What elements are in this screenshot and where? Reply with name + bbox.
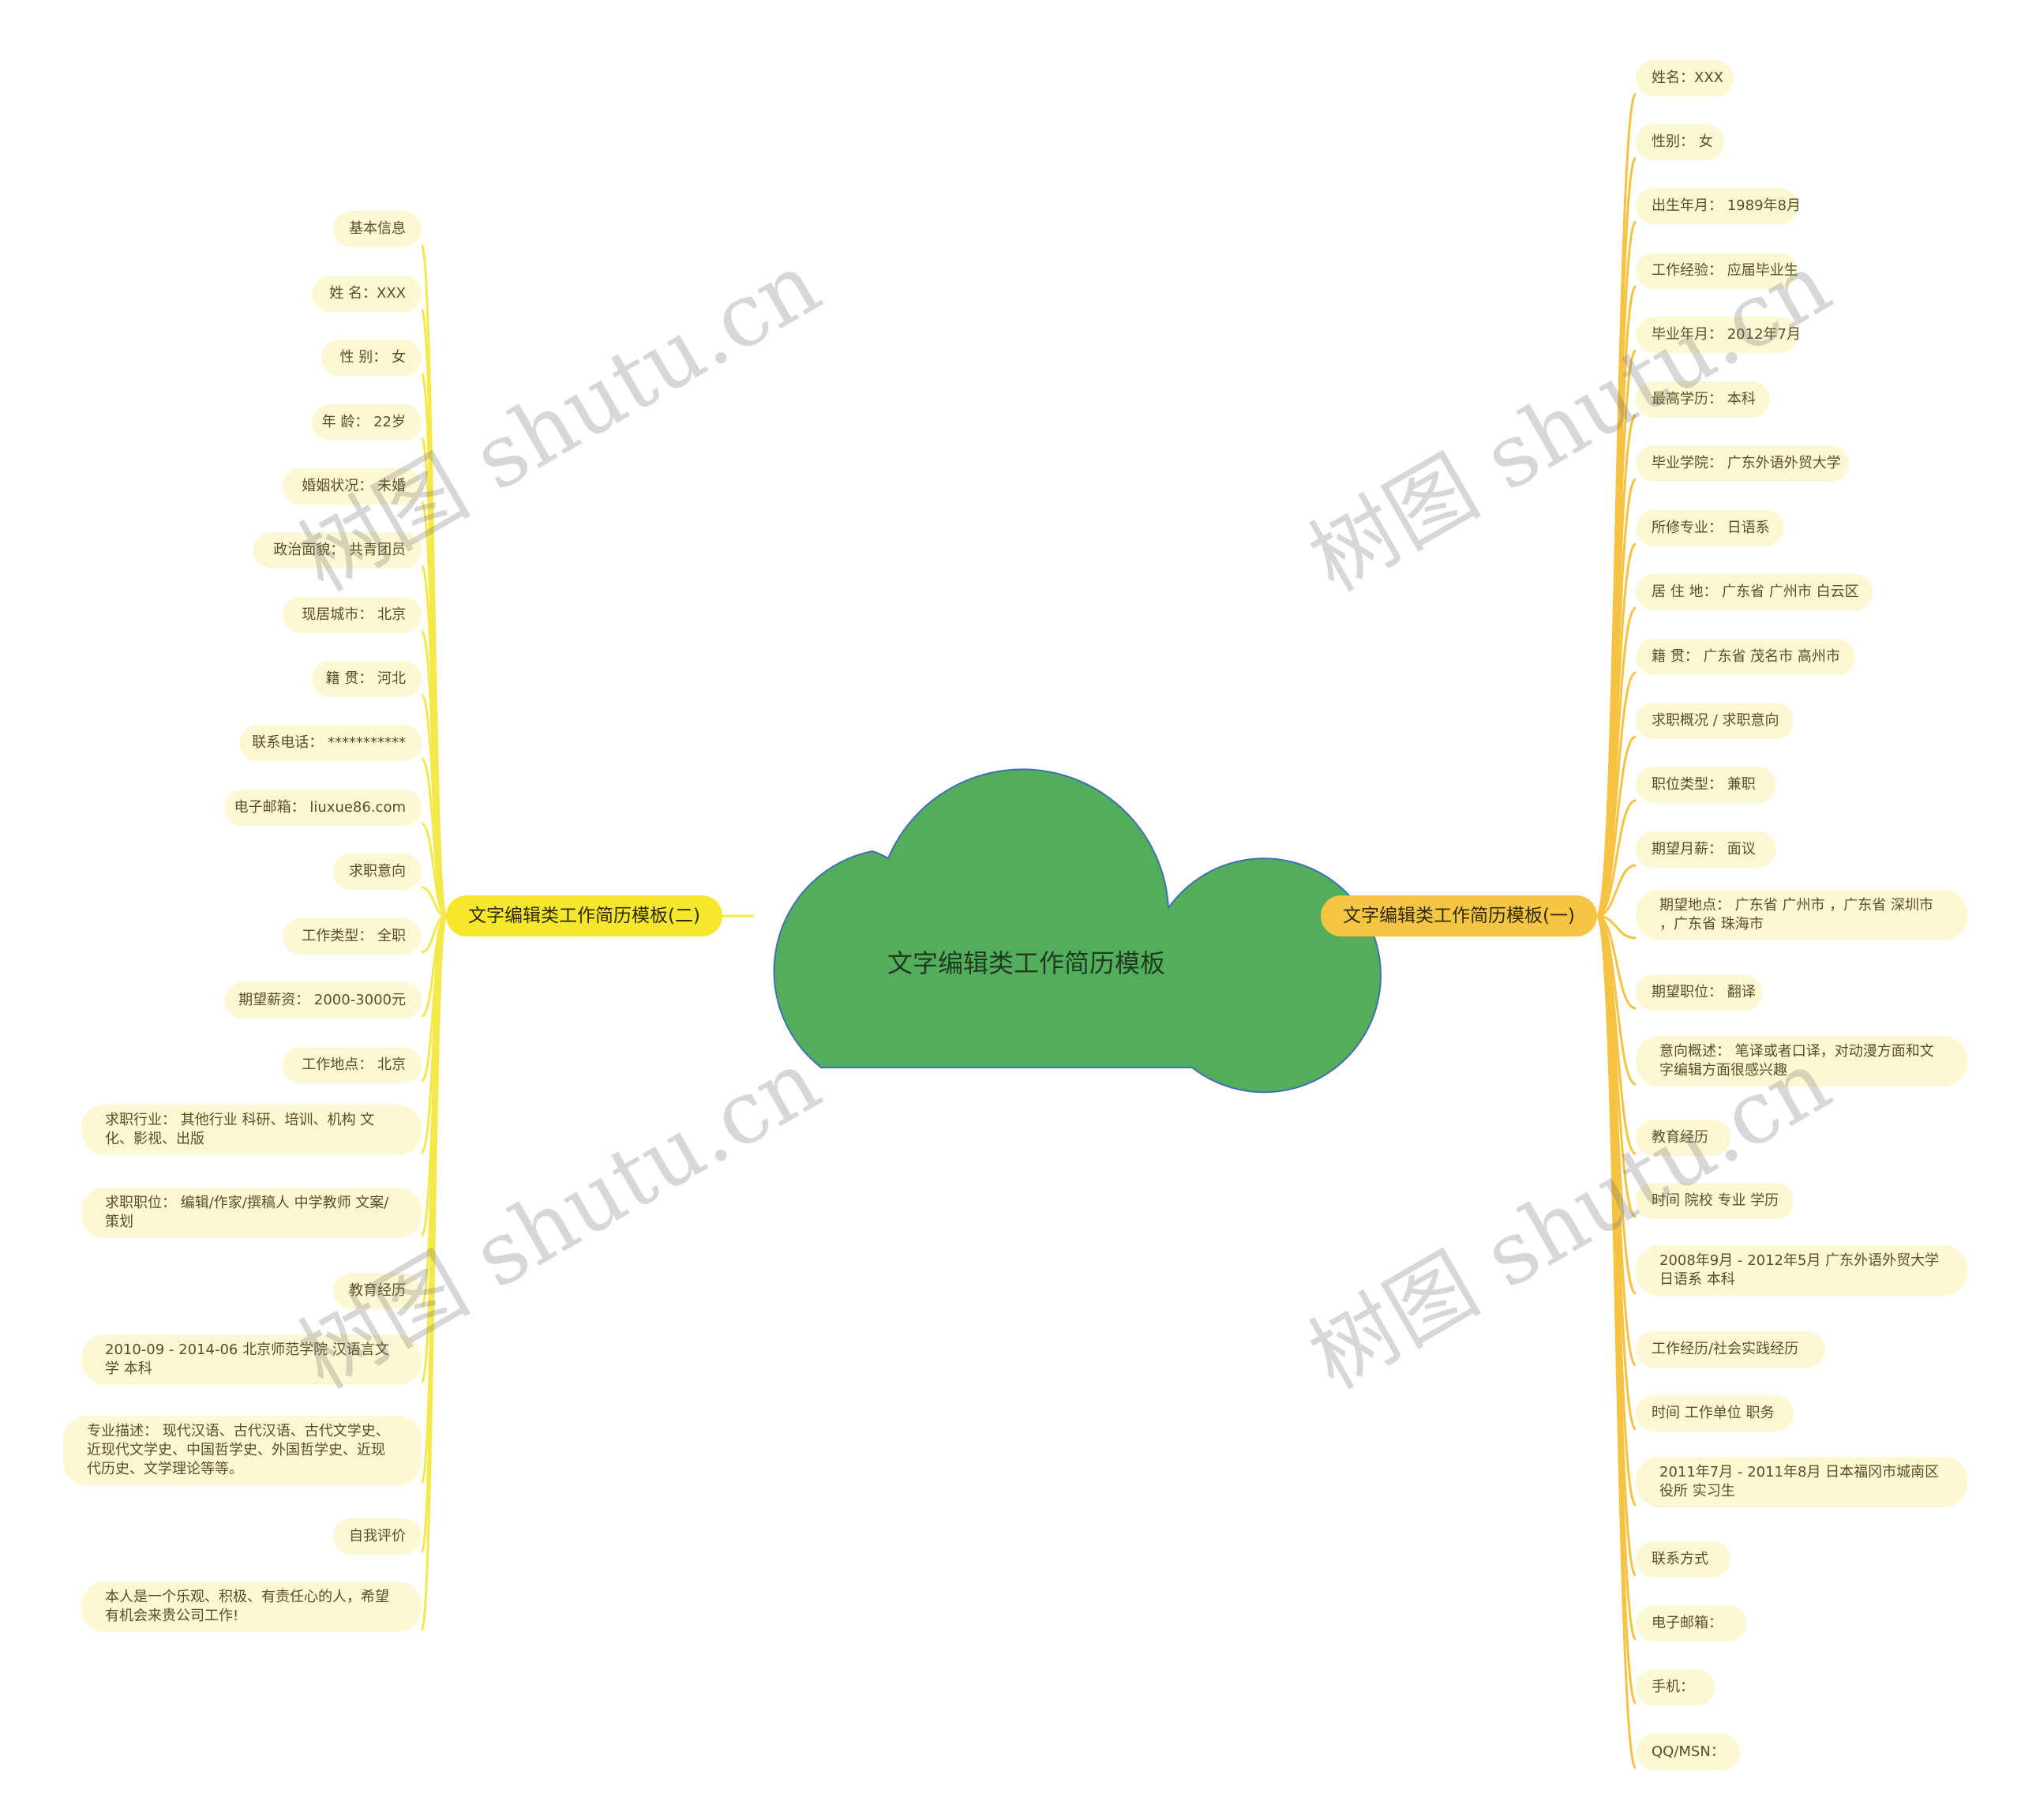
leaf-item-right[interactable]: 工作经验： 应届毕业生	[1636, 253, 1798, 289]
leaf-item-right[interactable]: 2008年9月 - 2012年5月 广东外语外贸大学 日语系 本科	[1636, 1245, 1967, 1296]
connector-right-leaf	[1596, 864, 1637, 918]
leaf-item-right[interactable]: 居 住 地： 广东省 广州市 白云区	[1636, 574, 1873, 610]
leaf-item-right[interactable]: 时间 工作单位 职务	[1636, 1395, 1794, 1432]
leaf-item-left[interactable]: 基本信息	[333, 211, 422, 247]
leaf-item-right[interactable]: 最高学历： 本科	[1636, 381, 1770, 418]
connector-right-leaf	[1595, 914, 1637, 1769]
leaf-item-right[interactable]: 毕业年月： 2012年7月	[1636, 317, 1801, 353]
leaf-item-left[interactable]: 姓 名：XXX	[312, 276, 422, 312]
leaf-item-right[interactable]: 籍 贯： 广东省 茂名市 高州市	[1636, 639, 1855, 675]
cloud-body	[773, 768, 1382, 1094]
leaf-item-right[interactable]: 期望地点： 广东省 广州市 ，广东省 深圳市 ，广东省 珠海市	[1636, 890, 1967, 940]
central-topic[interactable]: 文字编辑类工作简历模板	[887, 948, 1165, 978]
connector-right-leaf	[1596, 914, 1637, 940]
connector-right-leaf	[1596, 735, 1637, 918]
connector-left-leaf	[421, 822, 447, 918]
leaf-item-right[interactable]: 性别： 女	[1636, 124, 1724, 160]
leaf-item-right[interactable]: 毕业学院： 广东外语外贸大学	[1636, 445, 1849, 482]
leaf-item-left[interactable]: 求职职位： 编辑/作家/撰稿人 中学教师 文案/策划	[81, 1188, 422, 1238]
leaf-item-left[interactable]: 联系电话： ***********	[239, 725, 422, 761]
leaf-item-right[interactable]: 所修专业： 日语系	[1636, 510, 1784, 546]
leaf-item-right[interactable]: 职位类型： 兼职	[1636, 767, 1776, 803]
leaf-item-right[interactable]: 出生年月： 1989年8月	[1636, 188, 1801, 224]
leaf-item-left[interactable]: 现居城市： 北京	[283, 597, 422, 633]
connector-right-leaf	[1596, 914, 1637, 1010]
leaf-item-right[interactable]: 意向概述： 笔译或者口译，对动漫方面和文字编辑方面很感兴趣	[1636, 1036, 1967, 1086]
leaf-item-left[interactable]: 婚姻状况： 未婚	[283, 468, 422, 505]
leaf-item-right[interactable]: 求职概况 / 求职意向	[1636, 703, 1794, 739]
leaf-item-right[interactable]: 时间 院校 专业 学历	[1636, 1183, 1794, 1219]
branch-template-one[interactable]: 文字编辑类工作简历模板(一)	[1321, 895, 1597, 936]
leaf-item-right[interactable]: 联系方式	[1636, 1541, 1730, 1578]
leaf-item-right[interactable]: QQ/MSN：	[1636, 1734, 1740, 1770]
leaf-item-left[interactable]: 本人是一个乐观、积极、有责任心的人，希望有机会来贵公司工作!	[81, 1582, 422, 1632]
leaf-item-right[interactable]: 2011年7月 - 2011年8月 日本福冈市城南区役所 实习生	[1636, 1457, 1967, 1507]
leaf-item-right[interactable]: 手机：	[1636, 1669, 1715, 1706]
leaf-item-left[interactable]: 期望薪资： 2000-3000元	[224, 982, 422, 1019]
leaf-item-left[interactable]: 2010-09 - 2014-06 北京师范学院 汉语言文学 本科	[81, 1334, 422, 1385]
leaf-item-left[interactable]: 求职行业： 其他行业 科研、培训、机构 文化、影视、出版	[81, 1105, 422, 1155]
branch-template-two[interactable]: 文字编辑类工作简历模板(二)	[446, 895, 722, 936]
connector-left-leaf	[420, 914, 448, 1631]
leaf-item-right[interactable]: 工作经历/社会实践经历	[1636, 1331, 1825, 1368]
leaf-item-left[interactable]: 求职意向	[333, 854, 422, 890]
leaf-item-left[interactable]: 年 龄： 22岁	[312, 404, 422, 441]
leaf-item-left[interactable]: 自我评价	[333, 1518, 422, 1555]
leaf-item-left[interactable]: 政治面貌： 共青团员	[253, 532, 422, 569]
leaf-item-left[interactable]: 教育经历	[333, 1273, 422, 1309]
leaf-item-left[interactable]: 工作地点： 北京	[283, 1047, 422, 1083]
leaf-item-left[interactable]: 工作类型： 全职	[283, 918, 422, 955]
leaf-item-right[interactable]: 期望月薪： 面议	[1636, 831, 1776, 868]
connector-left-leaf	[421, 886, 447, 918]
leaf-item-right[interactable]: 期望职位： 翻译	[1636, 974, 1762, 1011]
leaf-item-right[interactable]: 教育经历	[1636, 1120, 1730, 1156]
leaf-item-left[interactable]: 性 别： 女	[321, 340, 422, 376]
leaf-item-right[interactable]: 姓名：XXX	[1636, 60, 1734, 96]
leaf-item-right[interactable]: 电子邮箱：	[1636, 1605, 1746, 1642]
leaf-item-left[interactable]: 籍 贯： 河北	[312, 661, 422, 697]
connector-right-leaf	[1596, 799, 1637, 918]
leaf-item-left[interactable]: 专业描述： 现代汉语、古代汉语、古代文学史、近现代文学史、中国哲学史、外国哲学史…	[63, 1416, 422, 1485]
leaf-item-left[interactable]: 电子邮箱： liuxue86.com	[224, 790, 422, 826]
